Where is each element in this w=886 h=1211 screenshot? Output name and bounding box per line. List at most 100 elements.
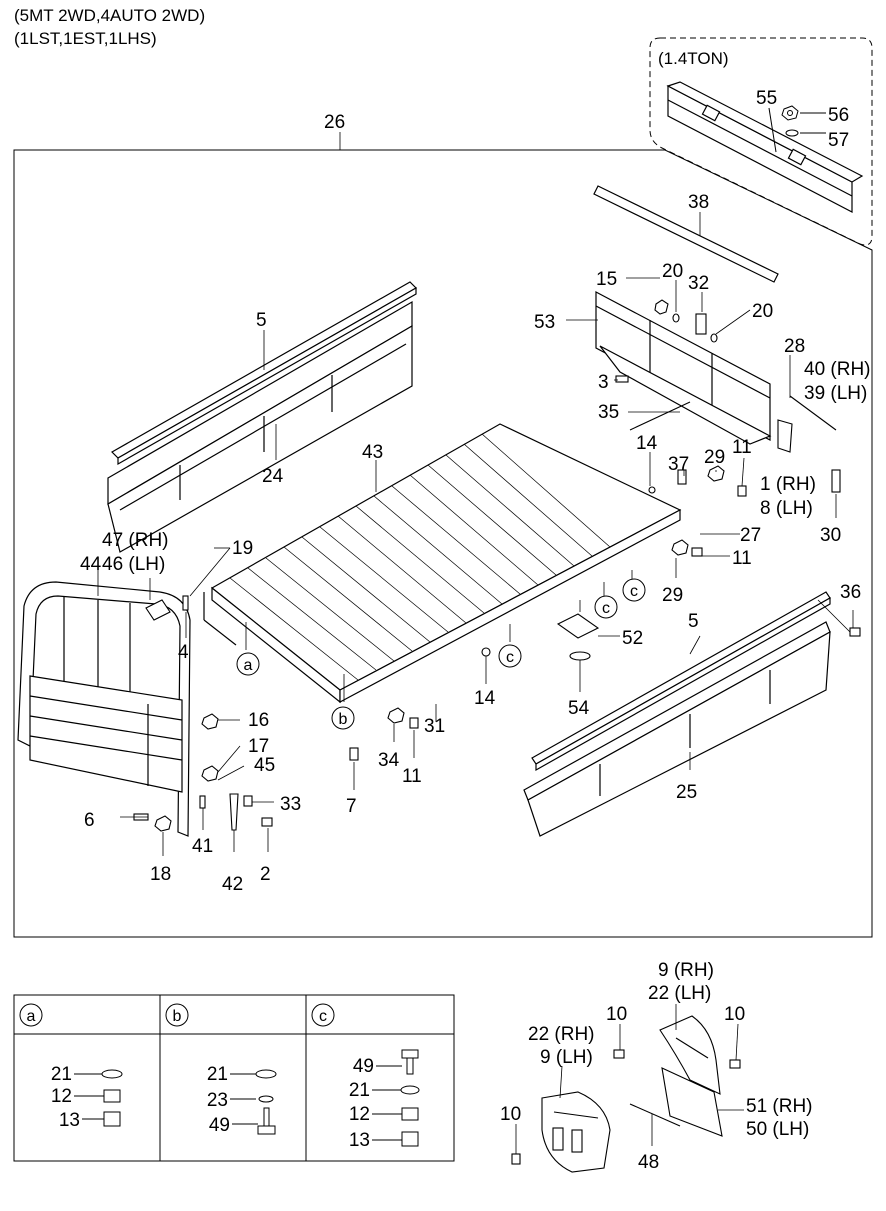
washer-20b: [710, 333, 718, 343]
bolt-7: [349, 747, 359, 761]
callout-b-marker: b: [331, 706, 355, 730]
engine-code-line: (1LST,1EST,1LHS): [14, 29, 157, 48]
label-54: 54: [568, 698, 590, 719]
cover-30: [831, 469, 841, 493]
label-17: 17: [248, 736, 269, 757]
bolt-36: [849, 627, 861, 637]
callout-c2-marker: c: [594, 595, 618, 619]
bolt-10-c: [511, 1153, 521, 1165]
label-43: 43: [362, 442, 383, 463]
label-55: 55: [756, 88, 777, 109]
label-1-rh: 1 (RH): [760, 474, 816, 495]
label-28: 28: [784, 336, 805, 357]
right-side-gate-25: [523, 621, 831, 837]
label-53: 53: [534, 312, 555, 333]
model-variant-line: (5MT 2WD,4AUTO 2WD): [14, 6, 206, 25]
label-47-rh: 47 (RH): [102, 530, 169, 551]
label-2: 2: [260, 864, 271, 885]
pin-41: [199, 795, 206, 809]
label-14-rear: 14: [636, 433, 658, 454]
kit-c-tag: c: [319, 1008, 327, 1025]
latch-1-8: [777, 419, 793, 453]
bolt-11-upper: [737, 485, 747, 497]
kit-a-item-3: 13: [59, 1110, 80, 1131]
crossmember-1-4-ton: [666, 81, 864, 213]
callout-c3-marker: c: [622, 578, 646, 602]
label-5-left: 5: [256, 310, 267, 331]
nut-12-icon: [103, 1089, 121, 1103]
kit-b-item-2: 23: [207, 1090, 228, 1111]
kit-a-item-2: 12: [51, 1086, 72, 1107]
mudguard-labels: 9 (RH) 22 (LH) 10 10 22 (RH) 9 (LH) 51 (…: [500, 960, 813, 1173]
label-14-front: 14: [474, 688, 496, 709]
label-41: 41: [192, 836, 213, 857]
washer-23-icon: [258, 1095, 274, 1103]
label-4: 4: [178, 642, 189, 663]
label-29-lower: 29: [662, 585, 683, 606]
nut-34: [387, 707, 405, 724]
washer-21-icon: [101, 1069, 123, 1079]
label-16: 16: [248, 710, 269, 731]
label-19: 19: [232, 538, 253, 559]
tail-gate-rail-38: [593, 185, 779, 283]
tail-gate-53: [595, 291, 772, 445]
label-11-front: 11: [402, 766, 422, 787]
kit-a-column: a 21 12 13: [19, 1003, 123, 1131]
side-rail-5-right: [531, 591, 831, 772]
pin-35: [629, 401, 691, 431]
inset-1-4-ton: (1.4TON): [649, 37, 873, 246]
kit-a-item-1: 21: [51, 1064, 72, 1085]
nut-13-c-icon: [401, 1131, 419, 1147]
spring-32: [695, 313, 707, 335]
bolt-4: [182, 595, 189, 611]
label-27: 27: [740, 525, 761, 546]
mudguard-group: [511, 1015, 741, 1173]
label-22-lh: 22 (LH): [648, 983, 711, 1004]
washer-20a: [672, 313, 680, 323]
bolt-10-a: [613, 1049, 625, 1059]
label-37: 37: [668, 454, 689, 475]
callout-b-text: b: [339, 711, 348, 728]
nut-17: [201, 765, 219, 782]
label-44: 44: [80, 554, 102, 575]
seal-strip-48: [629, 1103, 681, 1127]
washer-57: [785, 129, 799, 137]
hook-42: [229, 793, 239, 831]
mudguard-rear-right: [659, 1015, 721, 1095]
plug-14-rear: [648, 486, 656, 494]
callout-c3-text: c: [630, 583, 638, 600]
label-24: 24: [262, 466, 284, 487]
nut-16: [201, 713, 219, 730]
label-39-lh: 39 (LH): [804, 383, 867, 404]
left-side-gate-24: [107, 300, 413, 553]
label-8-lh: 8 (LH): [760, 498, 813, 519]
kit-a-tag: a: [27, 1008, 36, 1025]
label-57: 57: [828, 130, 849, 151]
label-40-rh: 40 (RH): [804, 359, 871, 380]
label-10-upper-right: 10: [724, 1004, 745, 1025]
washer-21-c-icon: [400, 1085, 420, 1095]
nut-29-upper: [707, 465, 725, 482]
label-33: 33: [280, 794, 301, 815]
label-48: 48: [638, 1152, 659, 1173]
kit-c-item-3: 12: [349, 1104, 370, 1125]
bracket-46-47: [145, 599, 171, 621]
bolt-3: [615, 375, 629, 383]
washer-21-b-icon: [255, 1069, 277, 1079]
label-7: 7: [346, 796, 357, 817]
fastener-kit-table: [13, 994, 455, 1162]
label-50-lh: 50 (LH): [746, 1119, 809, 1140]
bumper-54: [569, 651, 591, 661]
callout-c1-marker: c: [498, 644, 522, 668]
label-10-upper-left: 10: [606, 1004, 627, 1025]
label-35: 35: [598, 402, 619, 423]
label-42: 42: [222, 874, 243, 895]
label-20-a: 20: [662, 261, 683, 282]
label-15: 15: [596, 269, 617, 290]
headboard-44: [17, 581, 191, 837]
label-5-right: 5: [688, 611, 699, 632]
nut-13-icon: [103, 1111, 121, 1127]
label-52: 52: [622, 628, 643, 649]
bed-floor-43: [203, 423, 682, 704]
kit-b-tag: b: [173, 1008, 182, 1025]
